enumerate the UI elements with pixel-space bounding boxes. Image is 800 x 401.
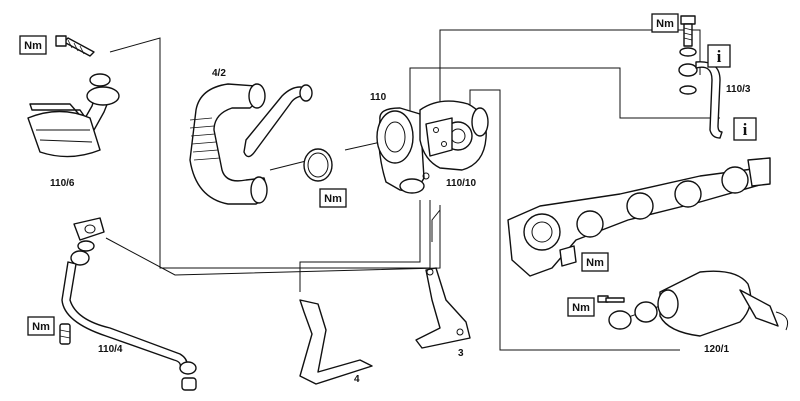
hose-4	[299, 299, 373, 385]
label-110-3: 110/3	[726, 84, 751, 95]
label-120-1: 120/1	[704, 344, 729, 355]
info-badge: i	[707, 44, 731, 68]
exhaust-manifold	[507, 157, 771, 277]
label-110: 110	[370, 92, 387, 103]
info-badge-text: i	[717, 47, 722, 66]
torque-badge-text: Nm	[24, 40, 42, 52]
torque-badge: Nm	[651, 13, 679, 33]
label-110-10: 110/10	[446, 178, 476, 189]
torque-badge-text: Nm	[572, 302, 590, 314]
torque-badge-text: Nm	[324, 193, 342, 205]
torque-badge: Nm	[27, 316, 55, 336]
label-3: 3	[458, 348, 464, 359]
torque-badge-text: Nm	[586, 257, 604, 269]
oil-line-110-3	[678, 15, 723, 139]
torque-badge: Nm	[319, 188, 347, 208]
pipe-110-6	[27, 35, 120, 158]
catalytic-converter-120-1	[597, 270, 789, 337]
torque-badge: Nm	[581, 252, 609, 272]
oil-return-pipe-110-4	[59, 217, 197, 391]
turbocharger-110	[376, 100, 489, 194]
intake-pipe-4-2	[189, 83, 333, 205]
label-4: 4	[354, 374, 360, 385]
label-4-2: 4/2	[212, 68, 226, 79]
torque-badge: Nm	[19, 35, 47, 55]
info-badge-text: i	[743, 120, 748, 139]
info-badge: i	[733, 117, 757, 141]
label-110-4: 110/4	[98, 344, 123, 355]
label-110-6: 110/6	[50, 178, 75, 189]
bracket-3	[415, 267, 471, 349]
torque-badge-text: Nm	[656, 18, 674, 30]
torque-badge-text: Nm	[32, 321, 50, 333]
leader-lines	[105, 29, 720, 351]
torque-badge: Nm	[567, 297, 595, 317]
